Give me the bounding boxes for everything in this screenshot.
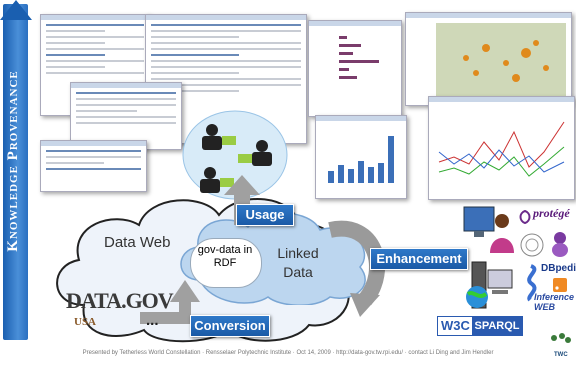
protege-logo: protégé [533, 206, 570, 220]
enhancement-cycle-arrow-icon [328, 220, 386, 317]
line-chart-screenshot [428, 96, 575, 200]
inference-web-swirl-icon [527, 264, 537, 302]
usa-logo: USA [74, 316, 97, 328]
twc-logo-icon [551, 333, 571, 343]
bar-chart-screenshot [308, 20, 402, 117]
twc-logo: TWC [554, 352, 568, 358]
ellipsis-text: ... [146, 312, 159, 329]
w3c-sparql-badge: W3C SPARQL [437, 316, 523, 336]
sparql-logo: SPARQL [472, 317, 522, 335]
screenshot-thumbnail [40, 140, 147, 192]
protege-icon [519, 210, 531, 224]
w3c-logo: W3C [441, 318, 470, 333]
users-icon [182, 110, 288, 200]
screenshot-thumbnail [70, 82, 182, 150]
conversion-label: Conversion [190, 315, 270, 337]
datagov-logo: DATA.GOV [66, 288, 174, 313]
conversion-arrow-icon [140, 280, 200, 324]
rss-icon [553, 278, 567, 292]
gov-data-rdf-label: gov-data in RDF [197, 244, 253, 269]
banner-title: Knowledge Provenance [5, 70, 21, 252]
map-screenshot [405, 12, 572, 106]
purple-figure-icon [552, 232, 568, 257]
person-at-computer-icon [463, 206, 514, 253]
globe-icon [466, 286, 488, 308]
banner-arrow-icon [0, 0, 32, 20]
usage-label: Usage [236, 204, 294, 226]
linked-data-label: Linked Data [277, 245, 319, 280]
footer-text: Presented by Tetherless World Constellat… [82, 350, 494, 356]
data-web-label: Data Web [104, 234, 171, 251]
knowledge-provenance-banner [3, 4, 28, 340]
bar-chart-screenshot [315, 115, 407, 199]
dbpedia-logo: DBpedia [541, 263, 576, 274]
molecule-icon [520, 233, 544, 257]
inference-web-logo: Inference WEB [534, 292, 575, 312]
usage-arrow-icon [224, 175, 260, 225]
screenshot-thumbnail [40, 14, 150, 116]
enhancement-label: Enhancement [370, 248, 468, 270]
